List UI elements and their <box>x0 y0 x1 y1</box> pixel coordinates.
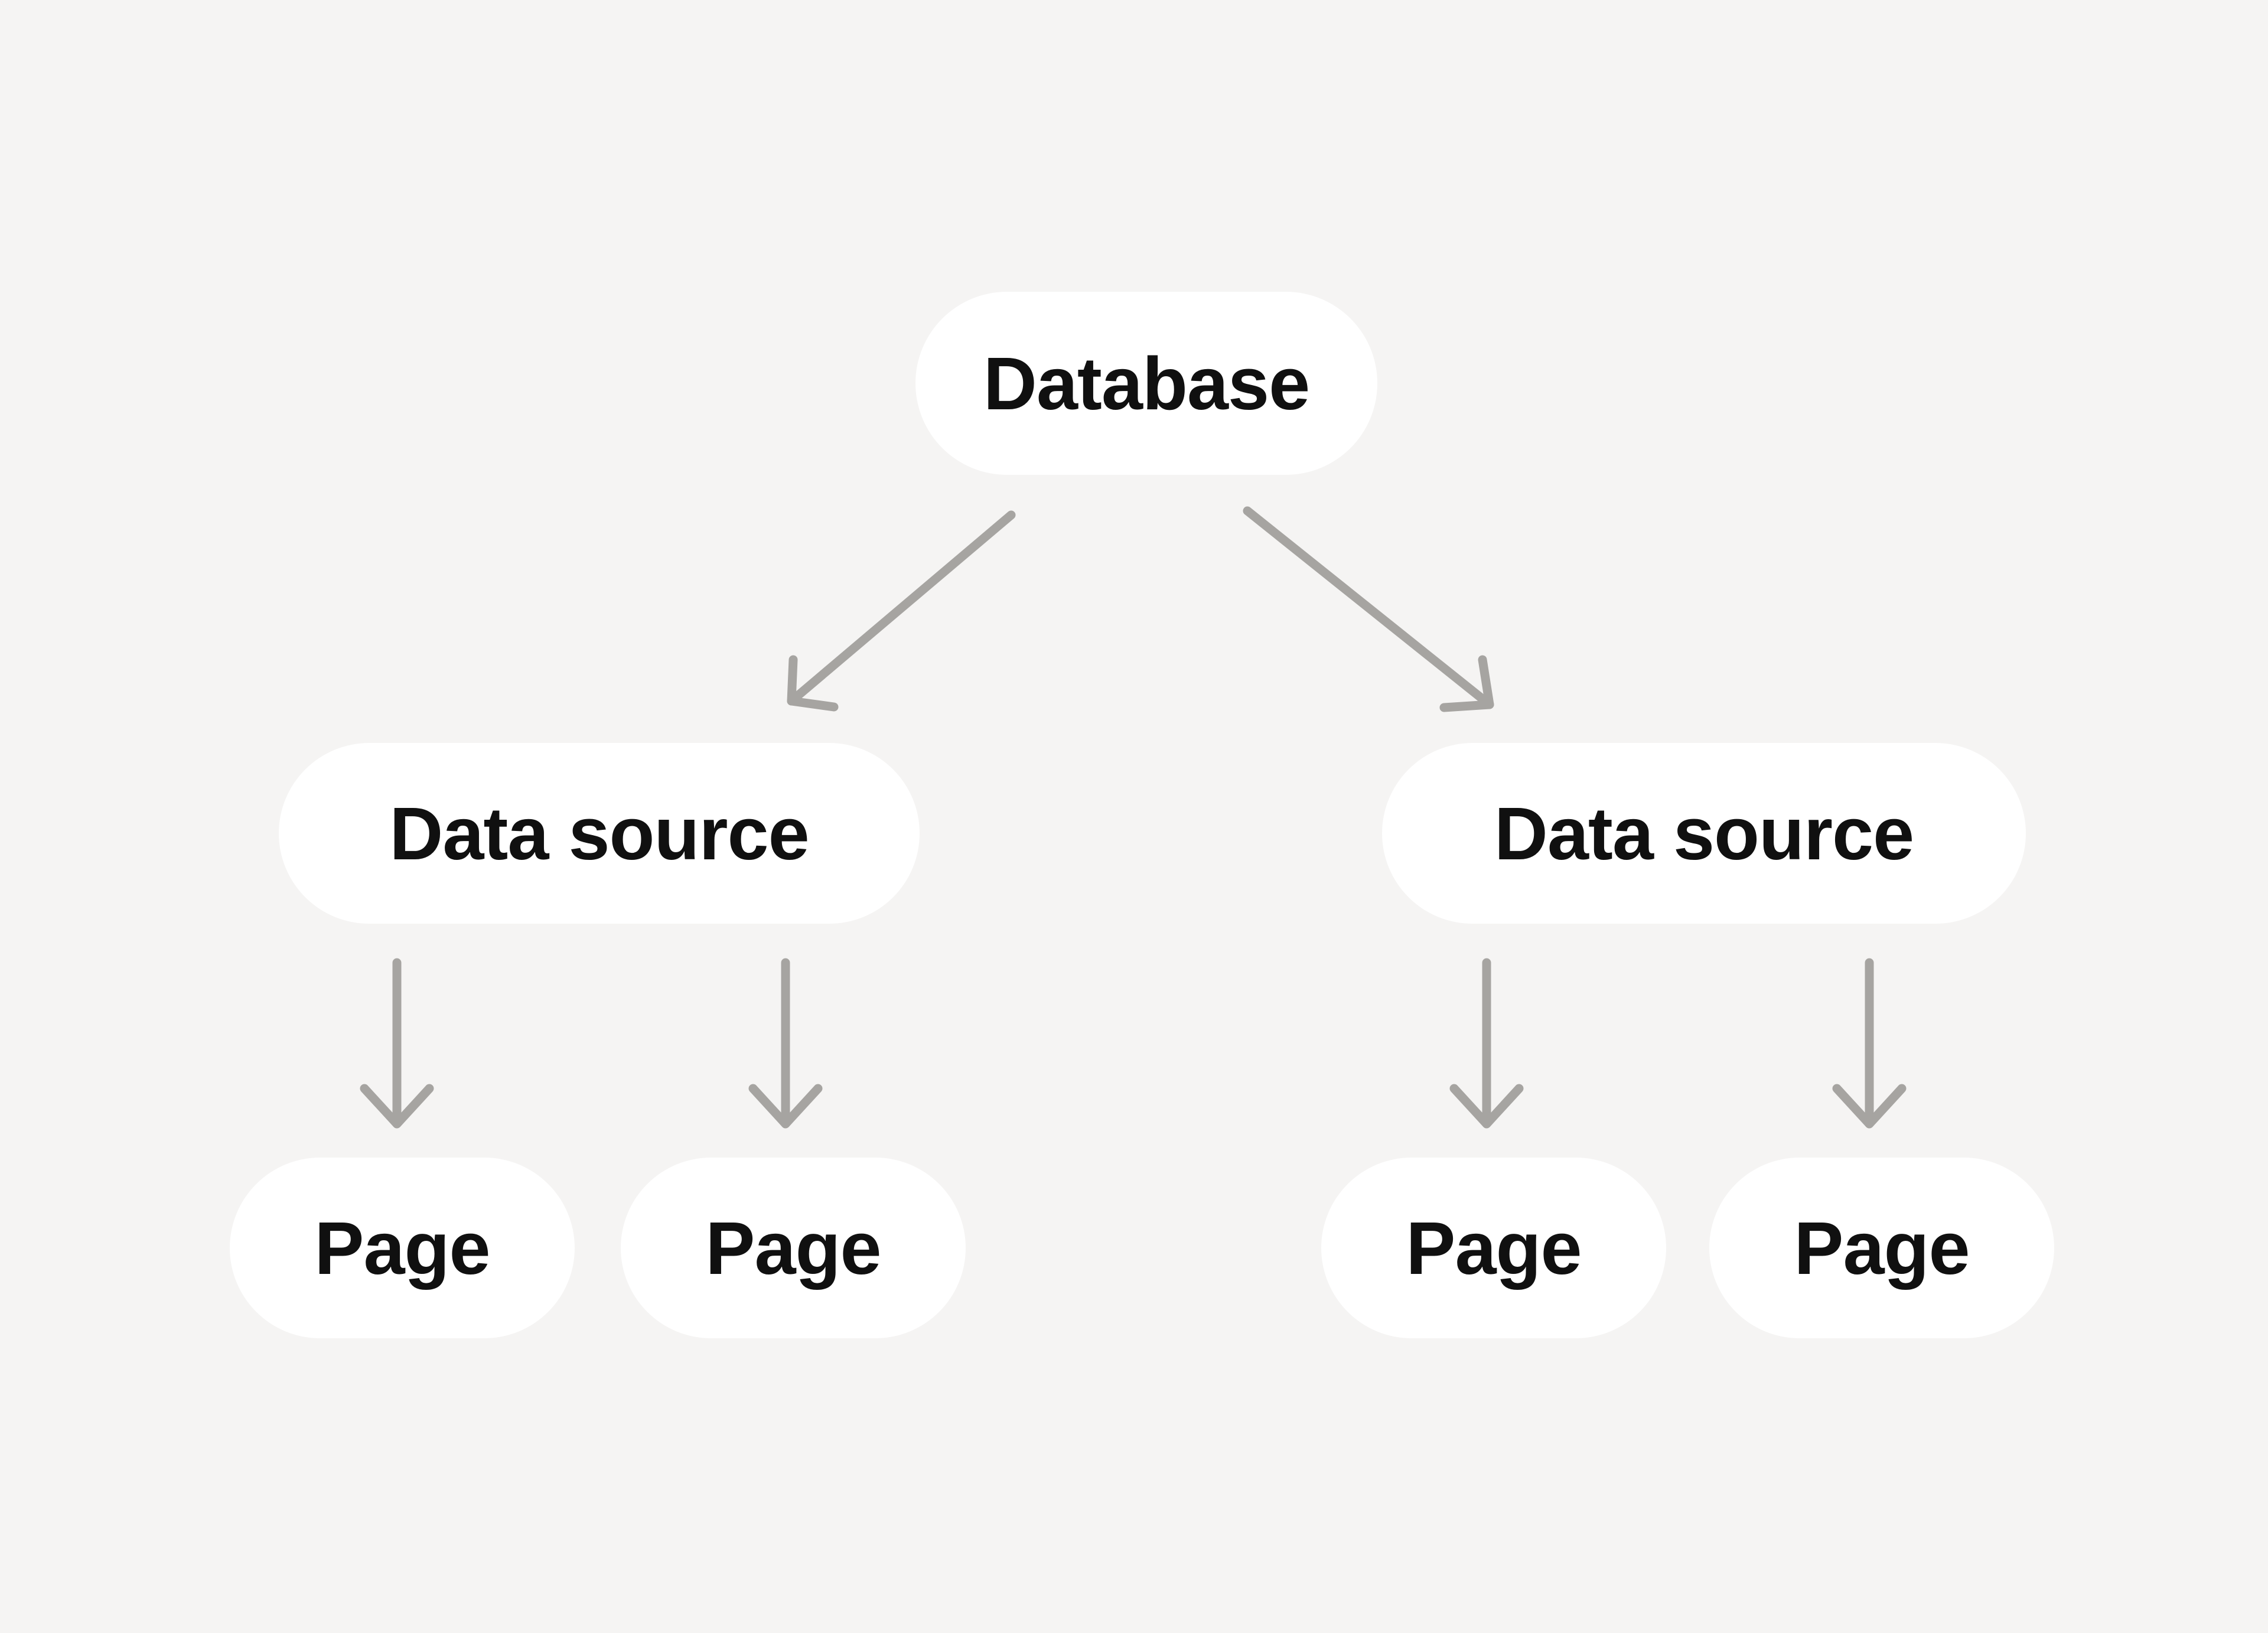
node-page-2: Page <box>621 1158 966 1338</box>
node-page-1-label: Page <box>314 1206 490 1290</box>
arrow-database-to-data-source-left <box>787 510 1016 712</box>
node-database: Database <box>915 292 1377 475</box>
arrow-data-source-right-to-page-4 <box>1832 958 1907 1129</box>
node-data-source-left-label: Data source <box>389 791 809 875</box>
node-data-source-right: Data source <box>1382 743 2026 924</box>
node-page-3-label: Page <box>1406 1206 1582 1290</box>
node-page-4: Page <box>1709 1158 2054 1338</box>
node-page-3: Page <box>1321 1158 1666 1338</box>
node-page-2-label: Page <box>705 1206 881 1290</box>
node-page-4-label: Page <box>1794 1206 1970 1290</box>
node-data-source-left: Data source <box>279 743 920 924</box>
node-data-source-right-label: Data source <box>1494 791 1914 875</box>
arrow-database-to-data-source-right <box>1243 506 1494 712</box>
arrow-data-source-left-to-page-1 <box>360 958 434 1129</box>
node-page-1: Page <box>230 1158 575 1338</box>
arrow-data-source-right-to-page-3 <box>1449 958 1524 1129</box>
node-database-label: Database <box>983 341 1310 425</box>
arrow-data-source-left-to-page-2 <box>748 958 823 1129</box>
